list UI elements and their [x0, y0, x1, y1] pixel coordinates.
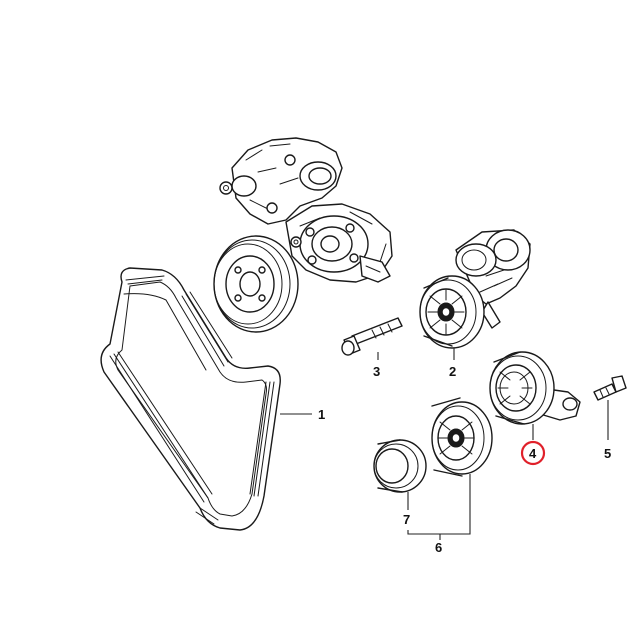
callout-2: 2 — [449, 364, 456, 379]
tensioner-bolt — [341, 317, 403, 356]
idler-pulley-with-bracket — [489, 351, 581, 425]
dust-cap — [373, 439, 427, 493]
callout-1: 1 — [318, 407, 325, 422]
callout-7: 7 — [403, 512, 410, 527]
belt-tensioner-assembly — [419, 229, 531, 349]
callouts: 1 2 3 4 5 6 7 — [318, 364, 611, 555]
callout-5: 5 — [604, 446, 611, 461]
pulley-disc — [213, 235, 299, 333]
callout-3: 3 — [373, 364, 380, 379]
water-pump-assembly — [219, 137, 393, 283]
short-bolt — [593, 375, 627, 401]
idler-pulley — [431, 397, 493, 477]
highlight-ring — [520, 440, 546, 466]
callout-4: 4 — [529, 446, 537, 461]
callout-6: 6 — [435, 540, 442, 555]
drive-belt — [100, 267, 281, 531]
leader-lines — [280, 348, 609, 540]
